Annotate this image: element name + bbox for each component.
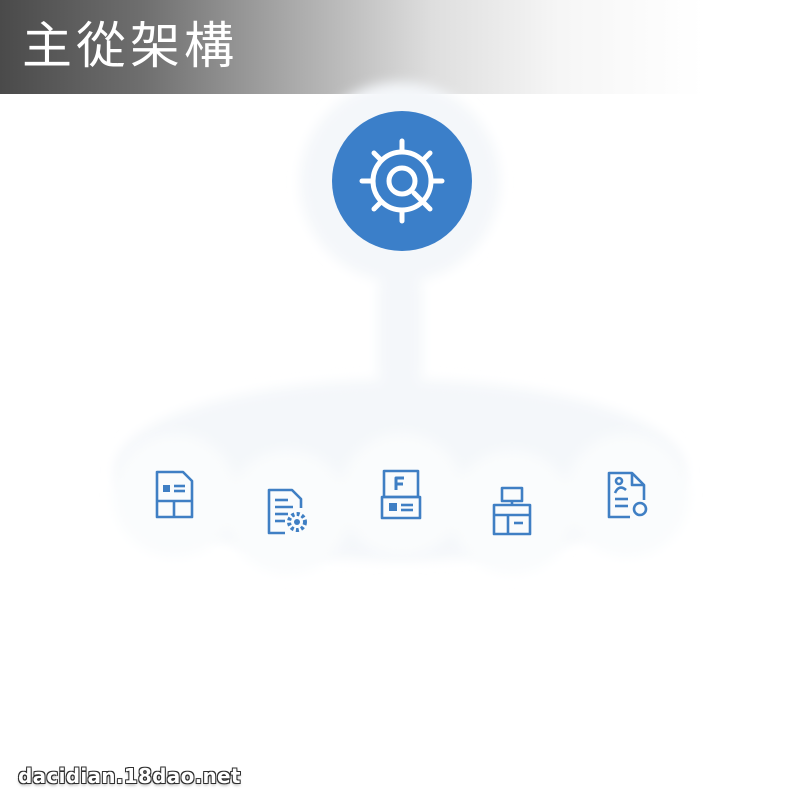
workstation-icon [492,486,532,536]
document-badge-icon [607,471,648,519]
file-folder-icon [380,469,422,520]
watermark: dacidian.18dao.net [18,764,241,788]
master-node [332,111,472,251]
document-form-icon [155,470,194,519]
title-bar: 主從架構 [0,0,800,94]
page-title: 主從架構 [22,17,238,75]
master-node-circle [332,111,472,251]
node-halos [113,433,689,574]
document-settings-icon [267,488,307,535]
gear-icon [359,138,445,224]
